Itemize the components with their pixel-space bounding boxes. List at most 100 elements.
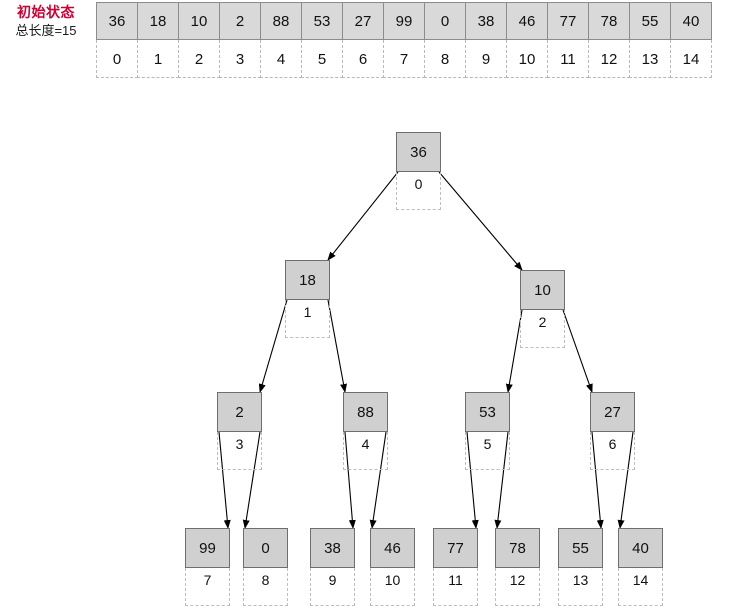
array-value-cell: 36: [96, 2, 138, 40]
tree-node-index: 9: [310, 568, 355, 606]
array-value-cell: 88: [260, 2, 302, 40]
array-index-label: 4: [276, 51, 286, 68]
tree-node-index: 4: [343, 432, 388, 470]
array-value-cell: 27: [342, 2, 384, 40]
tree-node-index: 0: [396, 172, 441, 210]
array-index-label: 10: [518, 51, 536, 68]
tree-node-index: 11: [433, 568, 478, 606]
tree-node-index: 3: [217, 432, 262, 470]
array-length-label: 总长度=15: [15, 22, 77, 38]
array-index-cell: 3: [219, 40, 261, 78]
tree-node-index: 13: [558, 568, 603, 606]
array-value-cell: 53: [301, 2, 343, 40]
array-index-cell: 0: [96, 40, 138, 78]
array-value-cell: 2: [219, 2, 261, 40]
array-index-cell: 5: [301, 40, 343, 78]
array-index-cell: 1: [137, 40, 179, 78]
array-index-cell: 4: [260, 40, 302, 78]
tree-node-value: 18: [285, 260, 330, 300]
tree-node-index: 2: [520, 310, 565, 348]
array-index-label: 11: [560, 51, 576, 68]
tree-edge: [438, 171, 523, 271]
array-value-cell: 38: [465, 2, 507, 40]
array-index-cell: 11: [547, 40, 589, 78]
tree-edge: [562, 309, 593, 393]
tree-node-value: 88: [343, 392, 388, 432]
array-index-label: 6: [358, 51, 368, 68]
array-index-label: 14: [682, 51, 700, 68]
tree-edge-group: [218, 171, 634, 529]
state-header: 初始状态 总长度=15: [0, 4, 92, 39]
tree-edge: [327, 299, 347, 393]
tree-node-value: 53: [465, 392, 510, 432]
array-value-cell: 77: [547, 2, 589, 40]
tree-edge: [327, 171, 399, 261]
tree-node-value: 27: [590, 392, 635, 432]
array-value-cell: 10: [178, 2, 220, 40]
array-index-label: 3: [235, 51, 245, 68]
array-value-cell: 18: [137, 2, 179, 40]
array-value-cell: 55: [629, 2, 671, 40]
array-value-cell: 78: [588, 2, 630, 40]
array-index-cell: 7: [383, 40, 425, 78]
array-index-label: 5: [317, 51, 327, 68]
tree-node-value: 99: [185, 528, 230, 568]
tree-node-index: 1: [285, 300, 330, 338]
tree-node-value: 77: [433, 528, 478, 568]
tree-node-value: 0: [243, 528, 288, 568]
array-index-cell: 2: [178, 40, 220, 78]
tree-node-index: 7: [185, 568, 230, 606]
tree-node-value: 10: [520, 270, 565, 310]
array-index-cell: 10: [506, 40, 548, 78]
tree-node-value: 2: [217, 392, 262, 432]
array-index-label: 12: [600, 51, 618, 68]
tree-node-value: 78: [495, 528, 540, 568]
array-index-cell: 9: [465, 40, 507, 78]
tree-node-value: 55: [558, 528, 603, 568]
array-index-label: 0: [112, 51, 122, 68]
array-index-label: 2: [194, 51, 204, 68]
tree-edge: [258, 299, 288, 393]
tree-node-index: 5: [465, 432, 510, 470]
array-value-cell: 40: [670, 2, 712, 40]
tree-node-value: 40: [618, 528, 663, 568]
tree-node-index: 8: [243, 568, 288, 606]
tree-node-value: 36: [396, 132, 441, 172]
tree-node-index: 10: [370, 568, 415, 606]
tree-node-index: 6: [590, 432, 635, 470]
array-index-label: 9: [481, 51, 491, 68]
array-index-cell: 13: [629, 40, 671, 78]
tree-node-value: 38: [310, 528, 355, 568]
array-value-cell: 46: [506, 2, 548, 40]
array-index-label: 7: [399, 51, 409, 68]
array-index-label: 1: [153, 51, 163, 68]
array-index-cell: 12: [588, 40, 630, 78]
tree-node-value: 46: [370, 528, 415, 568]
array-value-cell: 0: [424, 2, 466, 40]
array-index-cell: 14: [670, 40, 712, 78]
array-index-label: 13: [641, 51, 659, 68]
array-index-cell: 8: [424, 40, 466, 78]
array-index-cell: 6: [342, 40, 384, 78]
array-index-label: 8: [440, 51, 450, 68]
tree-node-index: 14: [618, 568, 663, 606]
tree-node-index: 12: [495, 568, 540, 606]
array-value-cell: 99: [383, 2, 425, 40]
